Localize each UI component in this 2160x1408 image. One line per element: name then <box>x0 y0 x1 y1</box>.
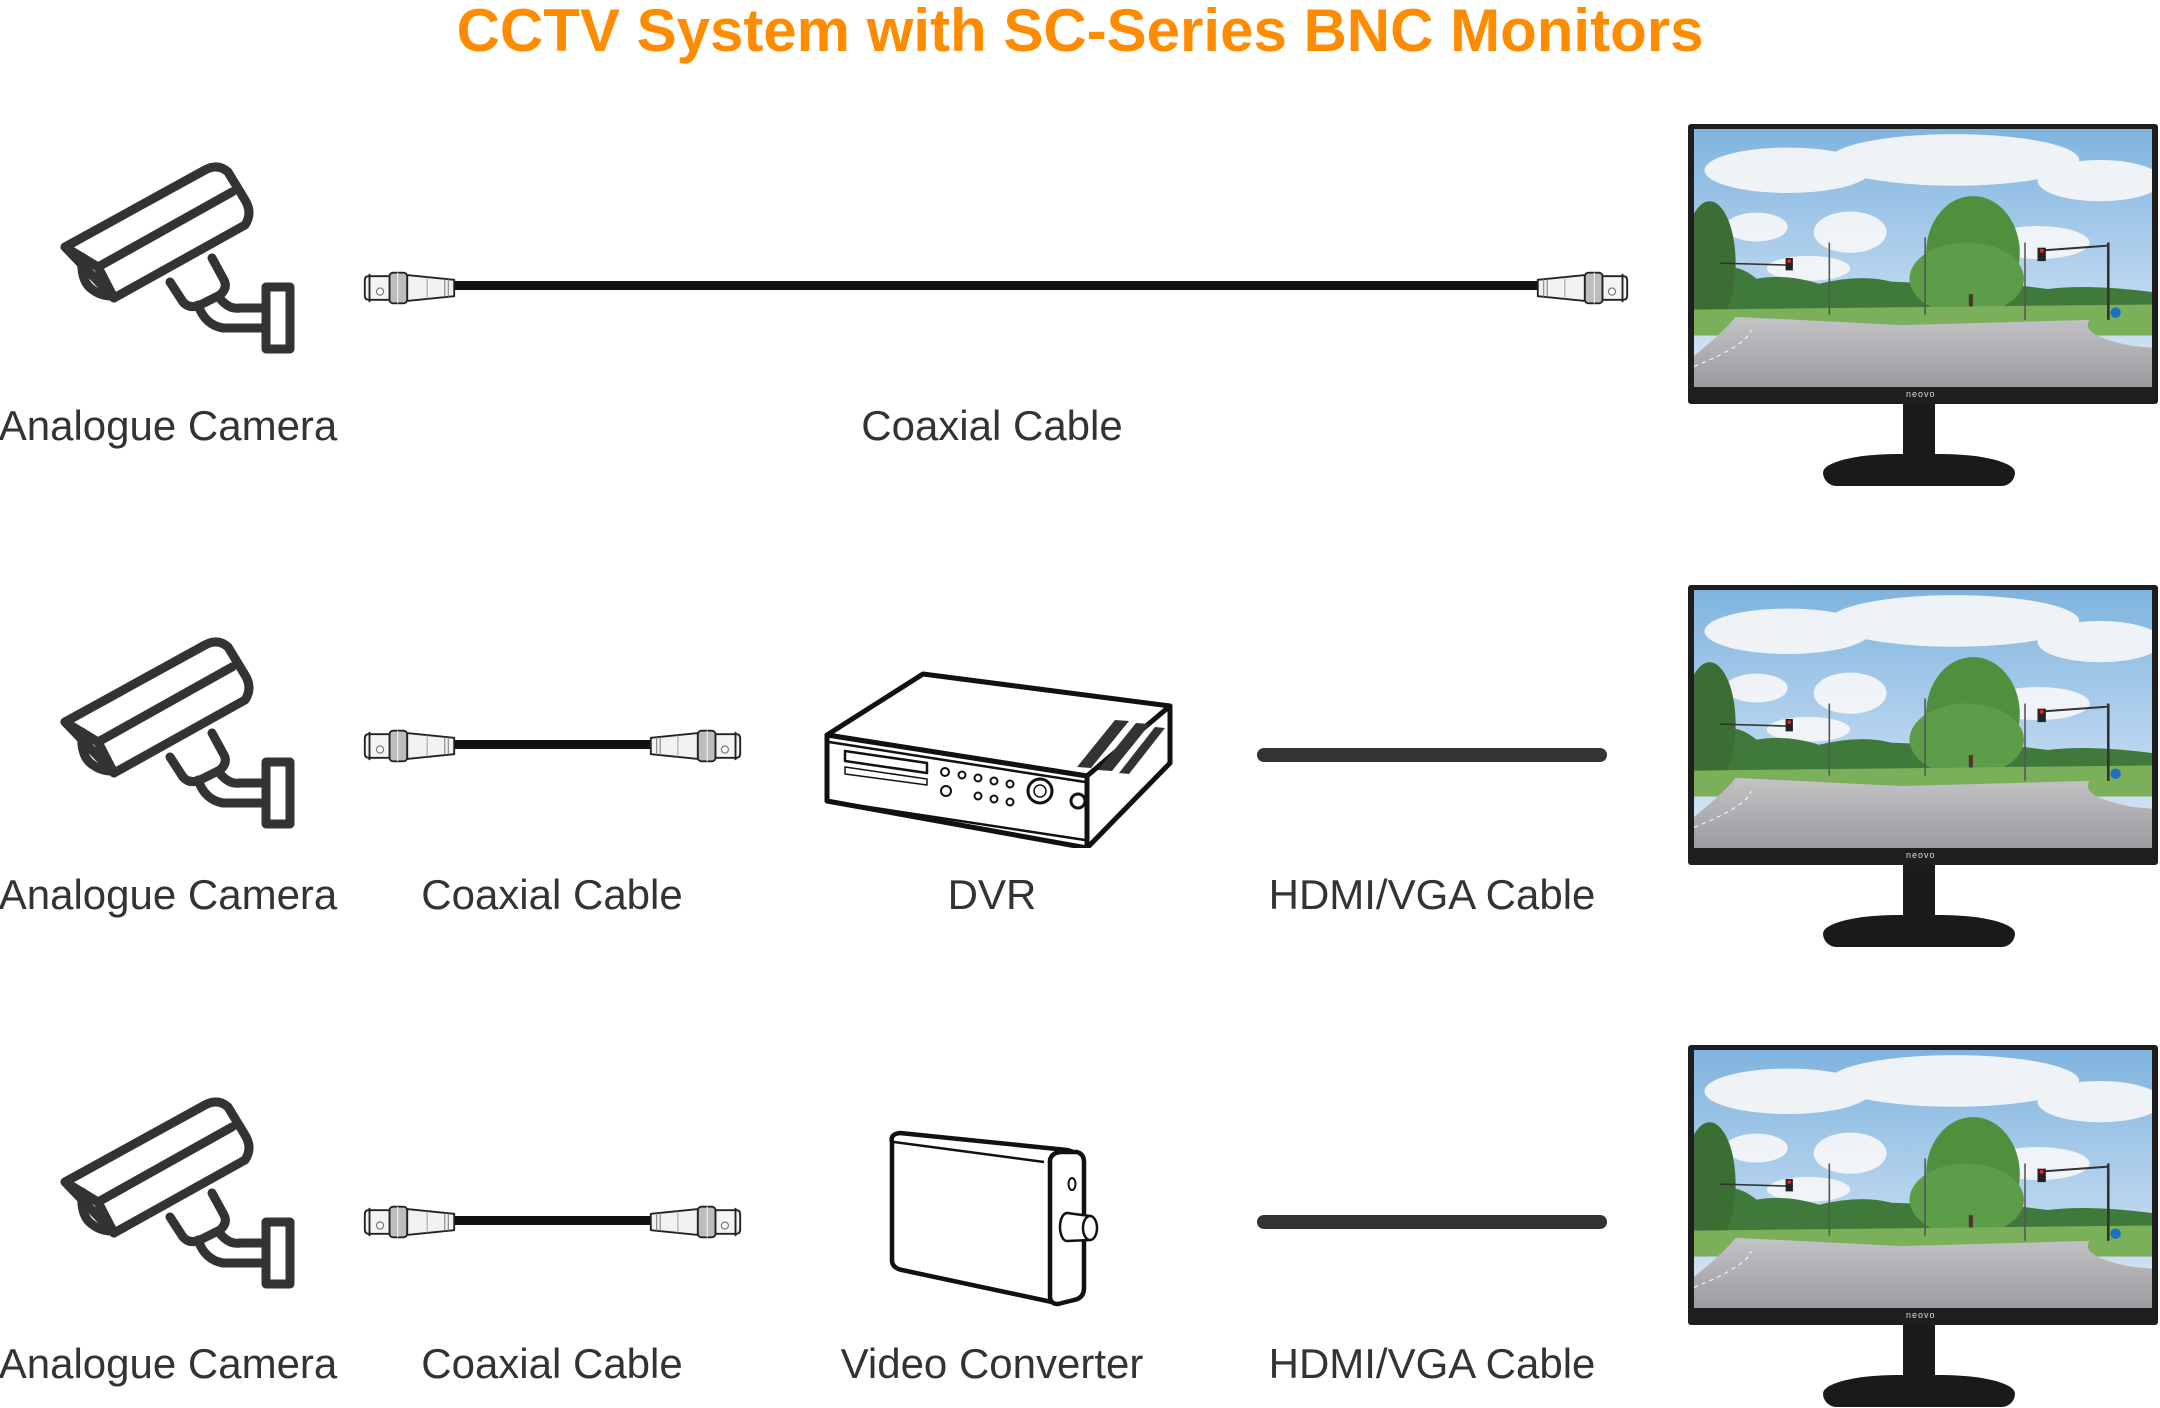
monitor-icon: neovo <box>1688 124 2160 486</box>
cctv-camera-icon <box>40 1085 340 1305</box>
bnc-connector-right <box>648 726 743 766</box>
cctv-camera-icon <box>40 150 340 370</box>
component-label: Coaxial Cable <box>421 871 683 918</box>
component-label: HDMI/VGA Cable <box>1268 1340 1596 1387</box>
video-converter-icon <box>862 1112 1122 1312</box>
monitor-icon: neovo <box>1688 1045 2160 1407</box>
monitor-screen-image <box>1694 1050 2152 1308</box>
monitor-brand-logo: neovo <box>1906 1310 1936 1320</box>
monitor-screen-image <box>1694 129 2152 387</box>
monitor-screen-image <box>1694 590 2152 848</box>
monitor-icon: neovo <box>1688 585 2160 947</box>
bnc-connector-left <box>362 268 457 308</box>
diagram-title: CCTV System with SC-Series BNC Monitors <box>456 0 1704 64</box>
hdmi-vga-cable-icon <box>1257 1215 1607 1229</box>
component-label: Analogue Camera <box>0 871 338 918</box>
bnc-connector-right <box>1535 268 1630 308</box>
component-label: Coaxial Cable <box>861 402 1123 449</box>
monitor-brand-logo: neovo <box>1906 850 1936 860</box>
monitor-stand-neck <box>1903 404 1935 460</box>
monitor-stand-base <box>1823 1375 2015 1407</box>
cctv-camera-icon <box>40 625 340 845</box>
monitor-stand-neck <box>1903 865 1935 921</box>
bnc-connector-left <box>362 726 457 766</box>
coax-cable-line <box>455 740 650 749</box>
monitor-stand-base <box>1823 454 2015 486</box>
bnc-connector-right <box>648 1202 743 1242</box>
coax-cable-line <box>455 1216 650 1225</box>
component-label: Analogue Camera <box>0 402 338 449</box>
component-label: HDMI/VGA Cable <box>1268 871 1596 918</box>
dvr-icon <box>815 668 1175 848</box>
component-label: Analogue Camera <box>0 1340 338 1387</box>
bnc-connector-left <box>362 1202 457 1242</box>
coax-cable-line <box>455 281 1537 290</box>
component-label: Coaxial Cable <box>421 1340 683 1387</box>
hdmi-vga-cable-icon <box>1257 748 1607 762</box>
component-label: DVR <box>947 871 1037 918</box>
monitor-stand-neck <box>1903 1325 1935 1381</box>
monitor-stand-base <box>1823 915 2015 947</box>
monitor-brand-logo: neovo <box>1906 389 1936 399</box>
component-label: Video Converter <box>840 1340 1144 1387</box>
